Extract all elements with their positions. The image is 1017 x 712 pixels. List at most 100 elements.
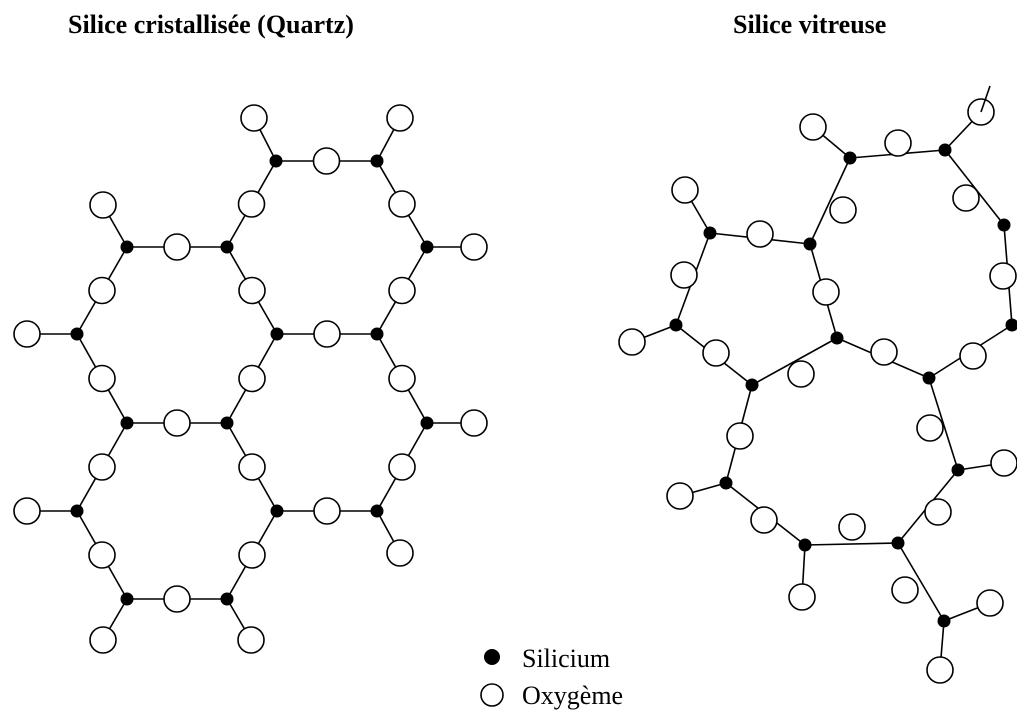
silicon-atom [745, 378, 759, 392]
silicon-atom [420, 240, 434, 254]
oxygen-atom [926, 656, 954, 684]
silicon-layer [669, 143, 1017, 628]
silicon-atom [120, 592, 134, 606]
silicon-atom [220, 240, 234, 254]
silicon-atom [719, 476, 733, 490]
oxygen-atom [750, 506, 778, 534]
oxygen-atom [13, 497, 41, 525]
silicon-atom [70, 327, 84, 341]
oxygen-atom [386, 104, 414, 132]
oxygen-atom [388, 453, 416, 481]
oxygen-atom [163, 409, 191, 437]
si-o-bond [928, 377, 959, 471]
oxygen-atom [88, 276, 116, 305]
silicon-atom [370, 327, 384, 341]
oxygen-atom [460, 233, 488, 261]
silicon-atom [703, 226, 717, 240]
silicon-atom [269, 154, 283, 168]
oxygen-atom [829, 196, 857, 224]
vitreous-network [618, 85, 1017, 684]
silicon-atom [70, 504, 84, 518]
oxygen-atom [313, 497, 341, 525]
oxygen-atom [924, 498, 952, 526]
oxygen-atom [238, 364, 266, 393]
oxygen-atom [726, 422, 754, 450]
silicon-atom [370, 154, 384, 168]
silicon-atom [220, 592, 234, 606]
oxygen-atom [990, 449, 1017, 477]
oxygen-layer [618, 98, 1017, 684]
oxygen-atom [89, 191, 117, 219]
silicon-atom [669, 318, 683, 332]
oxygen-atom [313, 320, 341, 348]
oxygen-atom [976, 589, 1004, 617]
oxygen-atom [952, 184, 980, 212]
vitreous-title: Silice vitreuse [733, 10, 887, 39]
si-o-bond [804, 542, 899, 546]
si-o-bond [809, 157, 851, 245]
legend-silicon-label: Silicium [522, 644, 610, 673]
oxygen-atom [989, 262, 1017, 290]
silicon-atom [922, 371, 936, 385]
legend-oxygen-marker [480, 683, 504, 707]
silicon-atom [843, 151, 857, 165]
oxygen-atom [618, 328, 646, 356]
oxygen-atom [88, 541, 116, 569]
oxygen-atom [746, 220, 774, 248]
oxygen-atom [788, 583, 816, 611]
oxygen-atom [88, 453, 116, 481]
oxygen-atom [238, 541, 266, 569]
oxygen-atom [238, 453, 266, 481]
silicon-atom [798, 538, 812, 552]
silicon-atom [938, 143, 952, 157]
silicon-layer [70, 154, 434, 606]
oxygen-atom [13, 320, 41, 348]
silicon-atom [830, 331, 844, 345]
silicon-atom [891, 536, 905, 550]
legend-silicon-marker [484, 649, 500, 665]
quartz-lattice [13, 104, 488, 654]
legend: Silicium Oxygème [480, 644, 623, 710]
oxygen-atom [237, 626, 265, 654]
oxygen-atom [88, 364, 116, 393]
oxygen-atom [388, 364, 416, 393]
silicon-atom [937, 614, 951, 628]
oxygen-atom [237, 190, 266, 218]
oxygen-atom [666, 482, 694, 510]
oxygen-atom [238, 276, 266, 305]
oxygen-atom [838, 513, 866, 541]
si-o-bond [897, 542, 945, 622]
oxygen-atom [240, 104, 268, 132]
oxygen-atom [386, 539, 414, 567]
dangling-bond [980, 85, 991, 113]
legend-oxygen-label: Oxygème [522, 681, 623, 710]
oxygen-atom [670, 261, 698, 289]
silicon-atom [370, 504, 384, 518]
oxygen-atom [388, 190, 416, 218]
silicon-atom [120, 240, 134, 254]
oxygen-layer [13, 104, 488, 654]
oxygen-atom [787, 360, 815, 388]
crystalline-title: Silice cristallisée (Quartz) [68, 10, 354, 39]
oxygen-atom [312, 147, 341, 175]
oxygen-atom [163, 585, 191, 613]
oxygen-atom [671, 176, 699, 204]
oxygen-atom [959, 342, 987, 370]
silicon-atom [270, 327, 284, 341]
oxygen-atom [891, 576, 919, 604]
oxygen-atom [812, 278, 840, 306]
oxygen-atom [884, 129, 912, 157]
silicon-atom [120, 416, 134, 430]
silicon-atom [220, 416, 234, 430]
silicon-atom [997, 218, 1011, 232]
silicon-atom [270, 504, 284, 518]
oxygen-atom [702, 339, 730, 367]
oxygen-atom [916, 414, 944, 442]
si-o-bond [751, 337, 838, 386]
oxygen-atom [163, 233, 191, 261]
silicon-atom [420, 416, 434, 430]
silicon-atom [951, 463, 965, 477]
oxygen-atom [799, 113, 827, 141]
oxygen-atom [460, 409, 488, 437]
